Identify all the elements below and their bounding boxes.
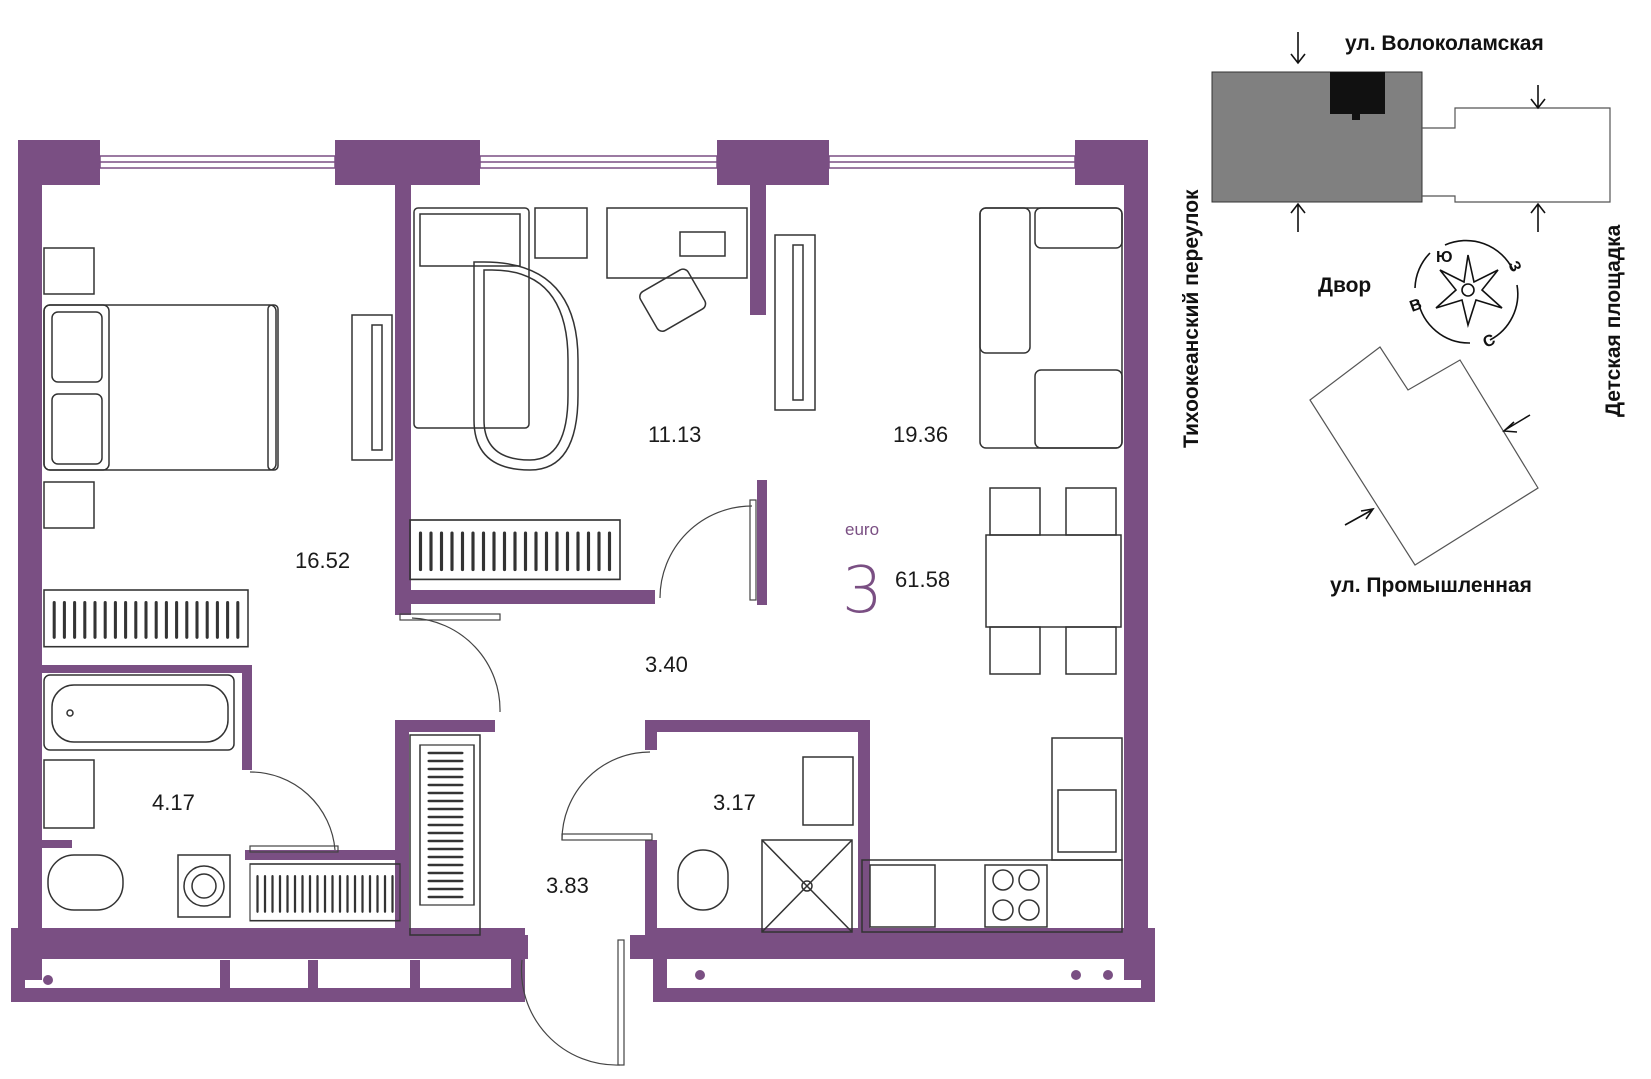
balcony-dots xyxy=(43,970,1113,985)
rooms-count: 3 xyxy=(842,554,883,628)
plan-type-label: euro xyxy=(845,520,879,539)
compass xyxy=(1414,239,1519,344)
area-hall: 3.83 xyxy=(546,873,589,898)
street-bottom-label: ул. Промышленная xyxy=(1330,574,1532,597)
windows xyxy=(99,155,1076,169)
compass-south: Ю xyxy=(1436,249,1453,266)
area-living-kitchen: 19.36 xyxy=(893,422,948,447)
area-bedroom: 16.52 xyxy=(295,548,350,573)
doors xyxy=(249,499,757,1066)
street-left-label: Тихоокеанский переулок xyxy=(1180,189,1203,448)
area-bathroom: 4.17 xyxy=(152,790,195,815)
site-plan: Ю З В С xyxy=(1211,32,1611,566)
walls xyxy=(11,140,1155,1002)
furniture xyxy=(42,207,1123,936)
yard-label: Двор xyxy=(1318,274,1371,297)
area-corridor: 3.40 xyxy=(645,652,688,677)
street-top-label: ул. Волоколамская xyxy=(1345,32,1544,55)
compass-east: В xyxy=(1408,296,1425,316)
total-area: 61.58 xyxy=(895,567,950,592)
area-wc: 3.17 xyxy=(713,790,756,815)
street-right-label: Детская площадка xyxy=(1602,224,1625,417)
compass-north: С xyxy=(1481,331,1499,351)
area-kids-room: 11.13 xyxy=(648,422,701,447)
